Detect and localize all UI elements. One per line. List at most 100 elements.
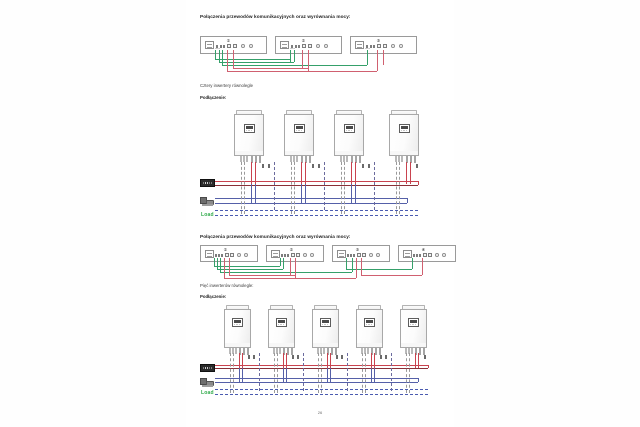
inverter-unit[interactable]: [389, 110, 419, 163]
port-round[interactable]: [237, 253, 242, 258]
port-small[interactable]: [216, 45, 219, 49]
port-round[interactable]: [391, 44, 396, 49]
terminal-block-icon: [355, 41, 364, 49]
port-small[interactable]: [223, 45, 226, 49]
port-rj45[interactable]: [422, 253, 427, 258]
inverter-unit[interactable]: [268, 305, 295, 355]
section-subcaption: Podłączenie:: [200, 95, 227, 100]
port-small[interactable]: [413, 254, 416, 258]
port-small[interactable]: [284, 254, 287, 258]
port-round[interactable]: [442, 253, 447, 258]
port-rj45[interactable]: [377, 44, 382, 49]
inverter-unit[interactable]: [356, 305, 383, 355]
inverter-top-cover: [286, 110, 312, 114]
port-small[interactable]: [221, 254, 224, 258]
port-round[interactable]: [324, 44, 329, 49]
port-rj45[interactable]: [227, 44, 232, 49]
inverter-lcd-display: [243, 123, 255, 133]
terminal-block-icon: [205, 250, 214, 258]
load-label: Load: [201, 390, 214, 396]
port-rj45[interactable]: [427, 253, 432, 258]
port-small[interactable]: [218, 254, 221, 258]
comm-box[interactable]: ② share: [275, 36, 342, 54]
inverter-lcd-display: [408, 317, 419, 327]
port-rj45[interactable]: [382, 44, 387, 49]
inverter-top-cover: [358, 305, 381, 309]
port-small[interactable]: [215, 254, 218, 258]
inverter-base: [400, 343, 427, 348]
inverter-body: [400, 308, 427, 344]
port-round[interactable]: [376, 253, 381, 258]
port-round[interactable]: [369, 253, 374, 258]
port-round[interactable]: [435, 253, 440, 258]
page-number: 26: [317, 410, 323, 415]
port-small[interactable]: [291, 45, 294, 49]
comm-box-number: ②: [289, 246, 294, 252]
inverter-base: [234, 151, 264, 156]
terminal-block-icon: [271, 250, 280, 258]
port-small[interactable]: [369, 45, 372, 49]
port-small[interactable]: [366, 45, 369, 49]
port-rj45[interactable]: [224, 253, 229, 258]
appliance-load-icon: [200, 196, 214, 207]
inverter-unit[interactable]: [400, 305, 427, 355]
inverter-top-cover: [314, 305, 337, 309]
battery-icon: [200, 364, 215, 372]
comm-box-number: ③: [355, 246, 360, 252]
port-round[interactable]: [241, 44, 246, 49]
load-label: Load: [201, 212, 214, 218]
page-sheet: Połączenia przewodów komunikacyjnych ora…: [186, 0, 456, 427]
inverter-body: [389, 113, 419, 152]
inverter-unit[interactable]: [334, 110, 364, 163]
port-rj45[interactable]: [361, 253, 366, 258]
port-rj45[interactable]: [302, 44, 307, 49]
inverter-top-cover: [336, 110, 362, 114]
port-small[interactable]: [294, 45, 297, 49]
inverter-lcd-display: [232, 317, 243, 327]
port-round[interactable]: [244, 253, 249, 258]
inverter-lcd-display: [398, 123, 410, 133]
terminal-block-icon: [205, 41, 214, 49]
port-small[interactable]: [347, 254, 350, 258]
port-round[interactable]: [303, 253, 308, 258]
port-small[interactable]: [353, 254, 356, 258]
port-round[interactable]: [249, 44, 254, 49]
comm-box[interactable]: ③ share: [350, 36, 417, 54]
port-small[interactable]: [373, 45, 376, 49]
inverter-top-cover: [391, 110, 417, 114]
port-small[interactable]: [416, 254, 419, 258]
inverter-lcd-display: [364, 317, 375, 327]
comm-box[interactable]: ④: [398, 245, 456, 262]
comm-box[interactable]: ① share: [200, 36, 267, 54]
inverter-unit[interactable]: [234, 110, 264, 163]
port-rj45[interactable]: [295, 253, 300, 258]
inverter-body: [312, 308, 339, 344]
inverter-unit[interactable]: [224, 305, 251, 355]
port-small[interactable]: [298, 45, 301, 49]
inverter-lcd-display: [320, 317, 331, 327]
inverter-unit[interactable]: [284, 110, 314, 163]
port-round[interactable]: [310, 253, 315, 258]
inverter-unit[interactable]: [312, 305, 339, 355]
port-small[interactable]: [219, 45, 222, 49]
port-small[interactable]: [287, 254, 290, 258]
port-rj45[interactable]: [229, 253, 234, 258]
terminal-block-icon: [403, 250, 412, 258]
port-small[interactable]: [281, 254, 284, 258]
inverter-top-cover: [270, 305, 293, 309]
inverter-top-cover: [226, 305, 249, 309]
port-rj45[interactable]: [356, 253, 361, 258]
port-round[interactable]: [399, 44, 404, 49]
port-round[interactable]: [316, 44, 321, 49]
port-small[interactable]: [419, 254, 422, 258]
port-label-share: share: [290, 48, 296, 51]
port-rj45[interactable]: [307, 44, 312, 49]
inverter-lcd-display: [276, 317, 287, 327]
port-small[interactable]: [350, 254, 353, 258]
terminal-block-icon: [337, 250, 346, 258]
inverter-body: [224, 308, 251, 344]
port-rj45[interactable]: [232, 44, 237, 49]
port-rj45[interactable]: [290, 253, 295, 258]
inverter-base: [224, 343, 251, 348]
